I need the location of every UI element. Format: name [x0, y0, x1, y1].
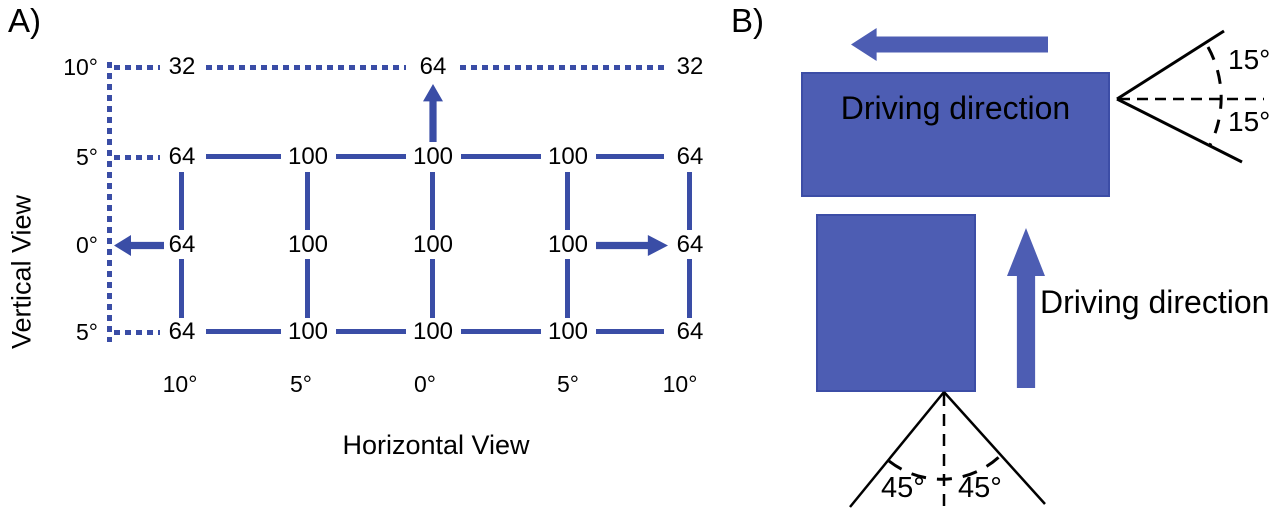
- vehicle-rect-vertical: [816, 214, 976, 392]
- grid-line-h: [596, 154, 664, 159]
- x-tick-0: 0°: [414, 371, 436, 397]
- top-fov-upper-line: [1116, 29, 1225, 101]
- vehicle-label-vertical: Driving direction: [1040, 284, 1270, 320]
- grid-line-h: [206, 154, 281, 159]
- grid-value: 100: [547, 231, 589, 258]
- angle-label-15-upper: 15°: [1228, 44, 1271, 75]
- grid-line-v: [179, 172, 184, 230]
- bottom-fov-left-line: [849, 391, 945, 508]
- grid-value: 100: [412, 143, 454, 170]
- dotted-axis-line: [107, 62, 112, 342]
- dotted-connector: [114, 330, 160, 335]
- angle-label-45-right: 45°: [958, 472, 1002, 504]
- y-tick-5-bottom: 5°: [76, 319, 98, 345]
- grid-value: 64: [168, 318, 196, 345]
- grid-line-h: [206, 329, 281, 334]
- grid-value: 64: [676, 143, 704, 170]
- dotted-connector: [460, 65, 664, 70]
- grid-value: 100: [287, 318, 329, 345]
- grid-value: 100: [547, 143, 589, 170]
- x-tick-5-left: 5°: [290, 371, 312, 397]
- grid-value: 32: [168, 53, 196, 80]
- vehicle-label-horizontal: Driving direction: [840, 90, 1071, 126]
- bottom-fov-arc: [888, 454, 1002, 481]
- top-fov-arc: [1206, 46, 1223, 146]
- grid-value: 100: [412, 318, 454, 345]
- grid-value: 64: [676, 318, 704, 345]
- grid-value: 32: [676, 53, 704, 80]
- grid-line-v: [305, 172, 310, 230]
- dotted-connector: [114, 65, 160, 70]
- y-tick-10: 10°: [63, 54, 98, 80]
- y-tick-0: 0°: [76, 232, 98, 258]
- top-fov-lower-line: [1116, 97, 1243, 164]
- x-tick-5-right: 5°: [557, 371, 579, 397]
- grid-line-v: [687, 259, 692, 318]
- angle-label-45-left: 45°: [881, 472, 925, 504]
- grid-line-v: [565, 259, 570, 318]
- panel-a-label: A): [8, 2, 41, 39]
- grid-value: 100: [547, 318, 589, 345]
- grid-value: 64: [168, 143, 196, 170]
- x-axis-title: Horizontal View: [342, 430, 530, 460]
- grid-value: 100: [412, 231, 454, 258]
- grid-line-h: [336, 154, 406, 159]
- grid-value: 64: [168, 231, 196, 258]
- dotted-connector: [114, 155, 160, 160]
- grid-line-v: [430, 172, 435, 230]
- vehicle-rect-horizontal: Driving direction: [801, 72, 1110, 197]
- grid-line-v: [565, 172, 570, 230]
- grid-value: 100: [287, 143, 329, 170]
- y-tick-5-top: 5°: [76, 144, 98, 170]
- x-tick-10-left: 10°: [162, 371, 198, 397]
- grid-line-h: [336, 329, 406, 334]
- grid-line-h: [461, 329, 541, 334]
- bottom-fov-right-line: [943, 391, 1046, 505]
- grid-line-h: [461, 154, 541, 159]
- grid-value: 64: [676, 231, 704, 258]
- angle-label-15-lower: 15°: [1228, 106, 1271, 137]
- grid-line-h: [596, 329, 664, 334]
- dotted-connector: [206, 65, 406, 70]
- grid-value: 64: [419, 53, 447, 80]
- x-tick-10-right: 10°: [662, 371, 698, 397]
- panel-b-label: B): [731, 2, 764, 39]
- grid-value: 100: [287, 231, 329, 258]
- grid-line-v: [305, 259, 310, 318]
- grid-line-v: [179, 259, 184, 318]
- grid-line-v: [687, 172, 692, 230]
- grid-line-v: [430, 259, 435, 318]
